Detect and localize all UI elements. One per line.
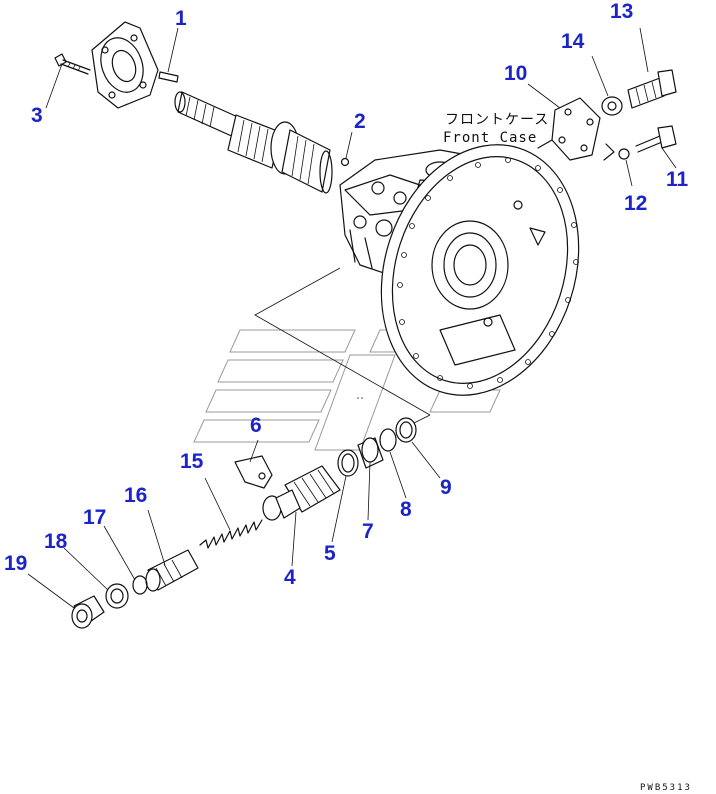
part-oring-8 [379,428,397,452]
callout-numbers: 1 2 3 4 5 6 7 8 9 10 11 12 13 14 15 16 1… [4,0,689,589]
callout-leaders [27,27,677,609]
callout-18: 18 [44,530,68,553]
callout-6: 6 [250,414,262,437]
part-washer-12 [603,143,630,161]
case-label-jp: フロントケース [445,112,549,128]
part-flange [91,21,179,109]
part-nut-14 [601,96,623,116]
callout-19: 19 [4,552,27,575]
part-washer-18 [105,583,129,609]
case-label-en: Front Case [443,130,537,146]
drawing-code: PWB5313 [640,783,692,793]
part-oring-17 [132,575,148,595]
front-case-label: フロントケース Front Case [443,112,549,146]
callout-10: 10 [504,62,527,85]
callout-2: 2 [354,110,366,133]
callout-14: 14 [561,30,585,53]
part-cover-10 [537,97,601,161]
callout-3: 3 [31,104,43,127]
part-plug-2 [340,157,350,167]
callout-17: 17 [83,506,106,529]
callout-5: 5 [324,542,336,565]
callout-9: 9 [440,476,452,499]
part-lever-6 [234,455,273,489]
callout-4: 4 [284,566,296,589]
part-bolt-11 [635,125,677,153]
part-mounting-flange [380,144,580,396]
callout-8: 8 [400,498,412,521]
part-bolt-13 [627,69,677,109]
callout-11: 11 [666,168,689,191]
part-collar-7 [357,437,384,469]
callout-1: 1 [175,7,187,30]
callout-13: 13 [610,0,633,23]
part-cap-19 [71,595,105,629]
callout-7: 7 [362,520,374,543]
part-ring-9 [395,417,417,443]
part-sleeve-4 [262,465,341,521]
part-spring-15 [199,519,263,549]
callout-12: 12 [624,192,647,215]
part-bolt-3 [54,53,91,75]
part-plug-16 [145,549,199,592]
callout-16: 16 [124,484,147,507]
callout-15: 15 [180,450,204,473]
part-ring-5 [337,449,359,477]
part-shaft [174,91,333,194]
